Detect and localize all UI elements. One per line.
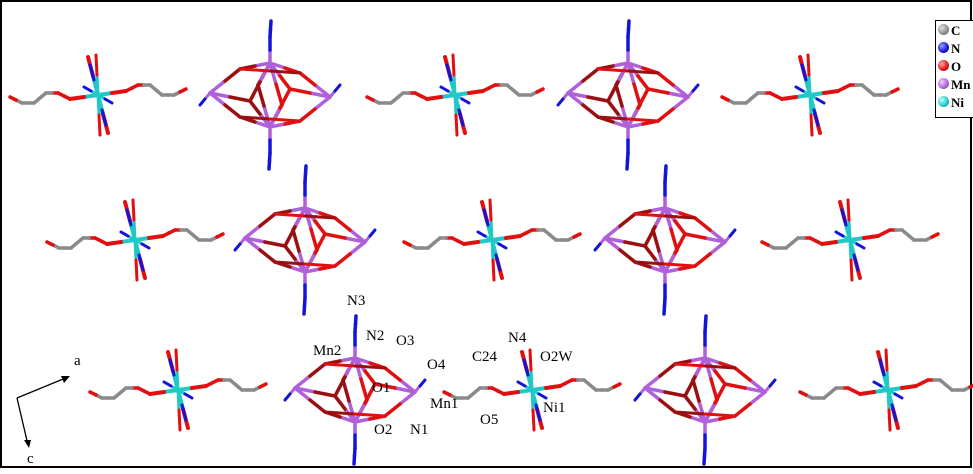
atom-label-mn2: Mn2 (313, 343, 342, 359)
axis-a-label: a (74, 353, 81, 369)
axis-indicator (16, 376, 70, 448)
legend-label: O (951, 59, 962, 74)
atom-label-o1: O1 (372, 380, 391, 396)
polymer-chain (8, 19, 900, 171)
atom-label-mn1: Mn1 (430, 396, 459, 412)
atom-label-ni1: Ni1 (543, 400, 566, 416)
atom-label-o2w: O2W (540, 349, 573, 365)
atom-label-n2: N2 (366, 328, 385, 344)
atom-label-n4: N4 (508, 330, 527, 346)
axis-c-label: c (27, 451, 34, 467)
legend-label: N (951, 41, 961, 56)
legend-item-manganese: Mn (938, 76, 973, 92)
atom-label-c24: C24 (472, 349, 498, 365)
atom-label-o2: O2 (374, 422, 393, 438)
atom-label-o4: O4 (427, 357, 446, 373)
atom-label-o3: O3 (396, 333, 415, 349)
legend-label: Ni (951, 95, 964, 110)
oxygen-ball-icon (938, 60, 949, 71)
polymer-chain (88, 314, 973, 466)
atom-label-n1: N1 (410, 422, 429, 438)
legend-label: C (951, 23, 961, 38)
element-legend: C N O Mn Ni (935, 20, 973, 118)
polymer-chain (45, 164, 940, 316)
carbon-ball-icon (938, 24, 949, 35)
manganese-ball-icon (938, 78, 949, 89)
legend-item-nickel: Ni (938, 94, 973, 110)
atom-label-n3: N3 (347, 293, 366, 309)
nickel-ball-icon (938, 96, 949, 107)
legend-item-oxygen: O (938, 58, 973, 74)
legend-item-carbon: C (938, 22, 973, 38)
nitrogen-ball-icon (938, 42, 949, 53)
legend-label: Mn (951, 77, 971, 92)
legend-item-nitrogen: N (938, 40, 973, 56)
atom-label-o5: O5 (480, 412, 499, 428)
